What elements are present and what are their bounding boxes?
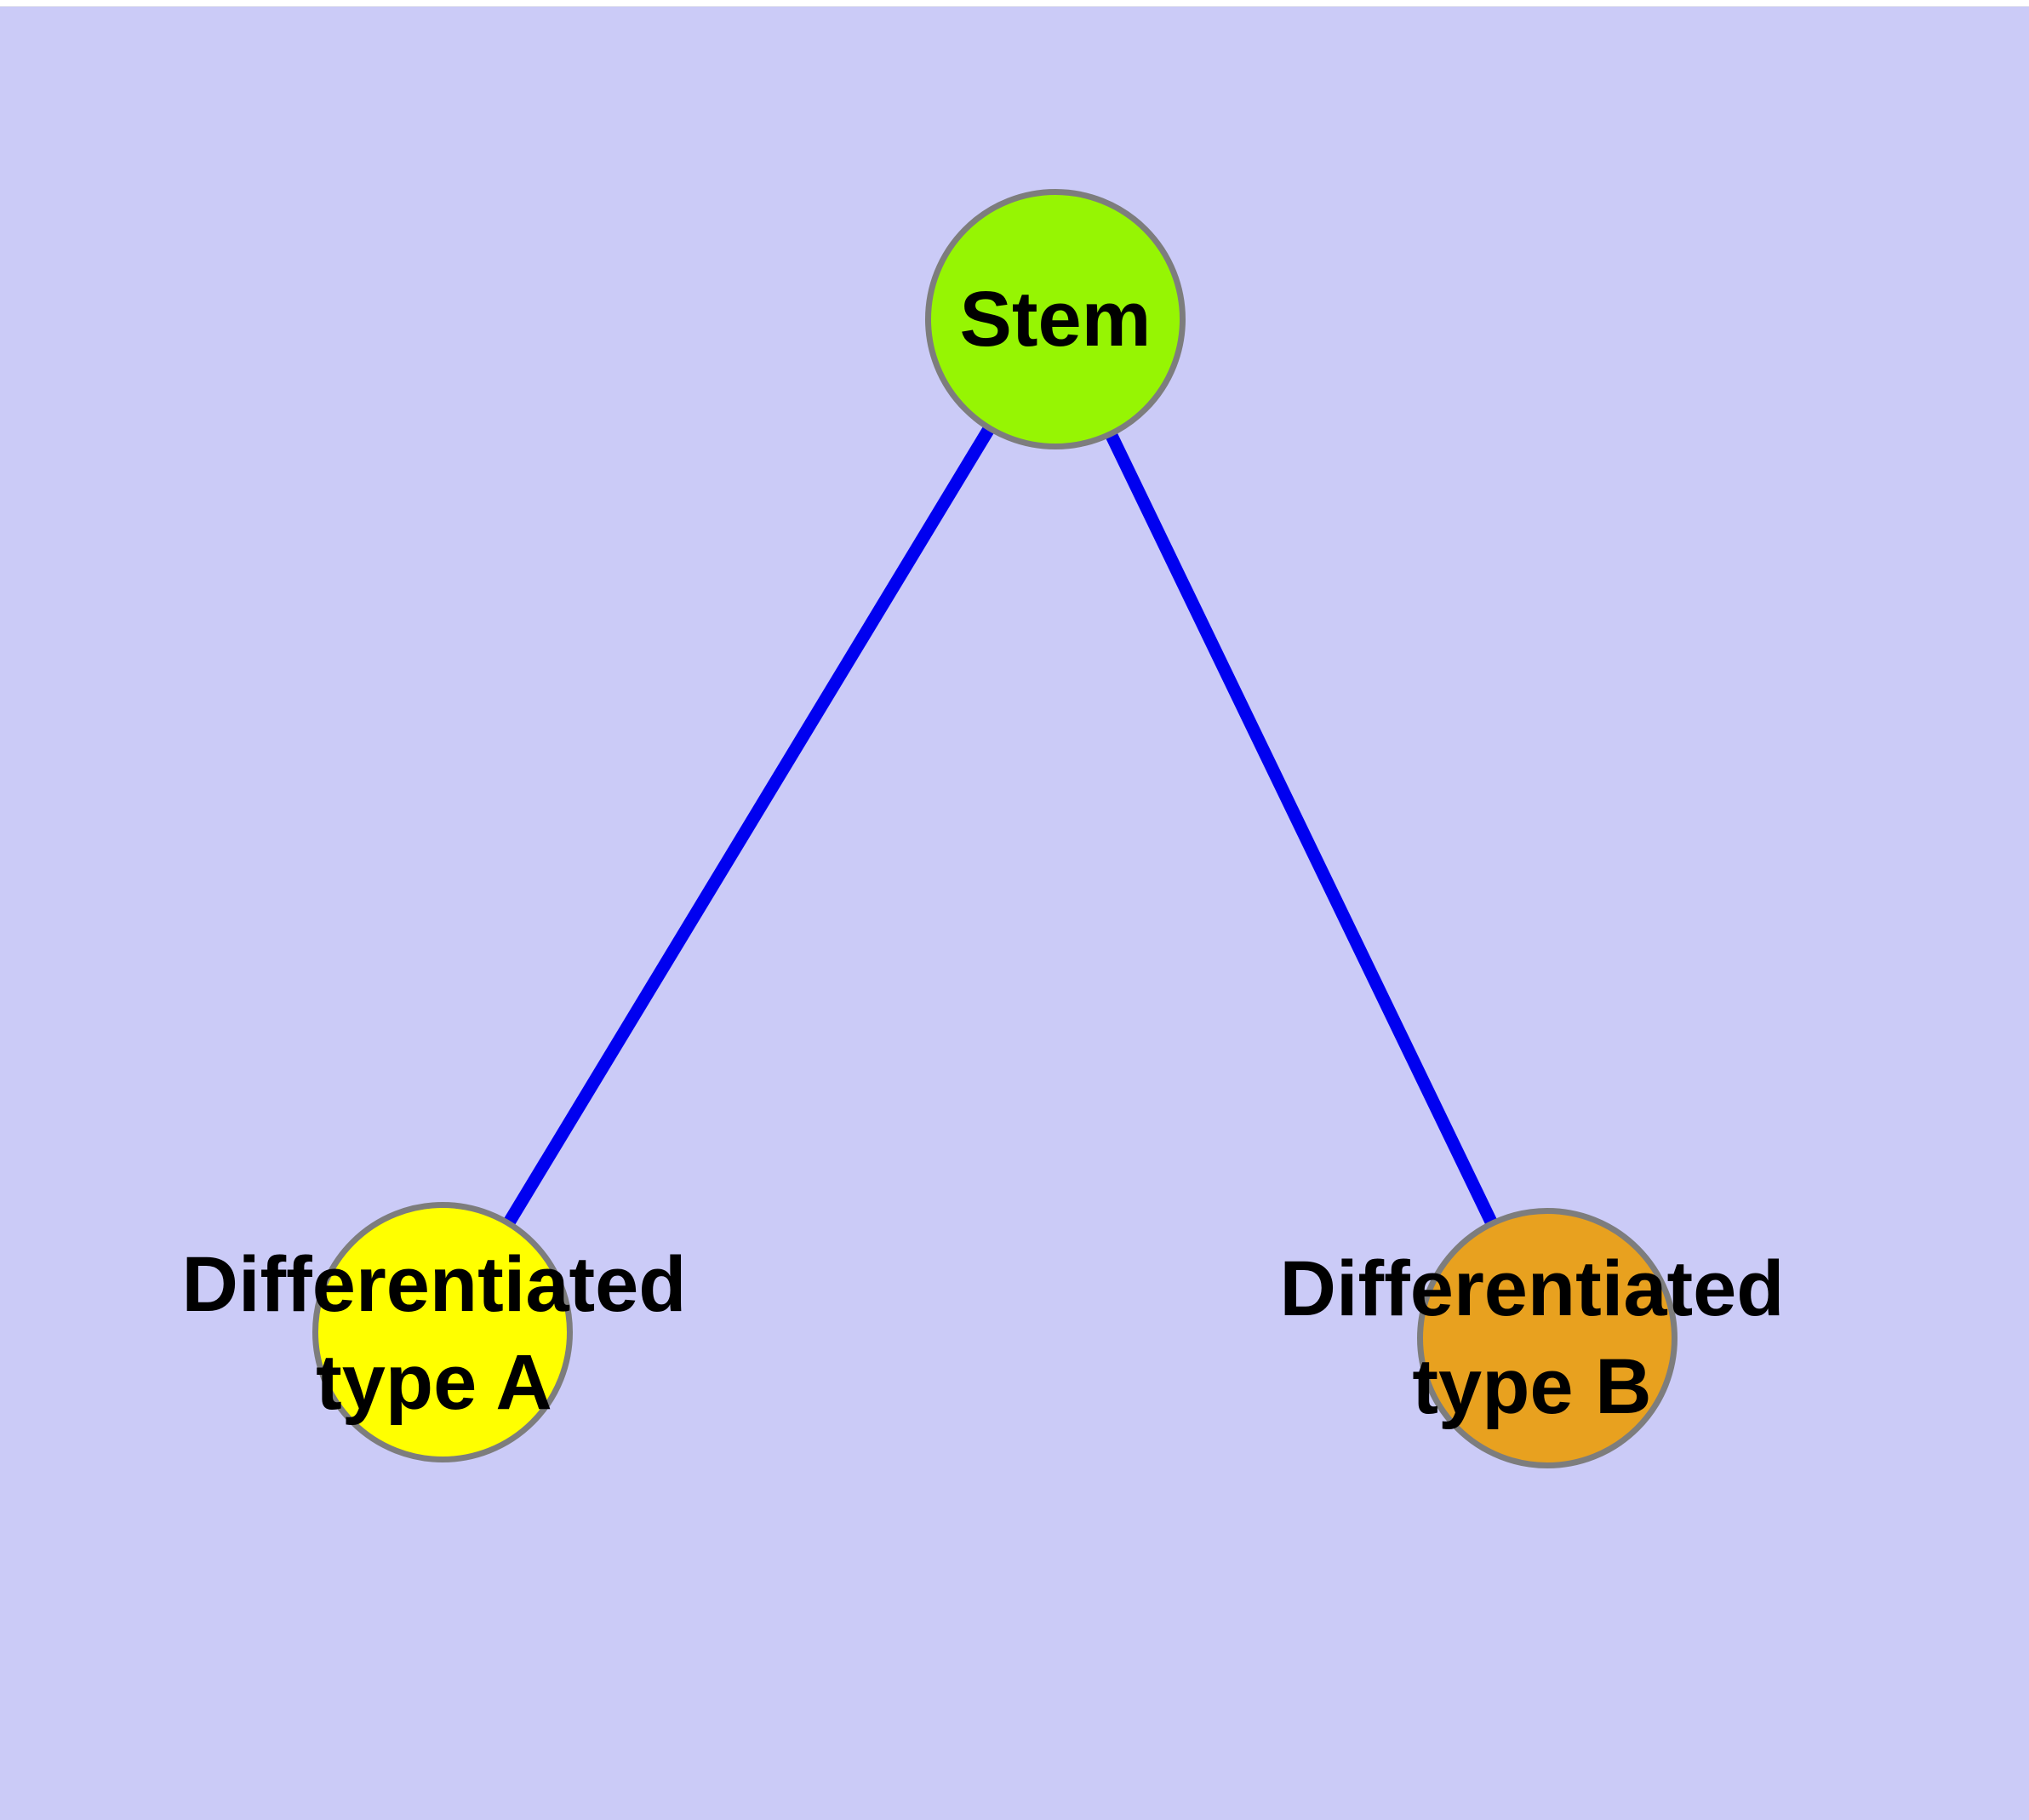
node-stem: Stem bbox=[925, 189, 1186, 449]
node-differentiated-type-b bbox=[1417, 1208, 1677, 1468]
label-line: type B bbox=[1412, 1343, 1652, 1430]
label-line: type A bbox=[316, 1339, 552, 1426]
node-differentiated-type-a-label: Differentiated type A bbox=[182, 1236, 687, 1432]
label-line: Differentiated bbox=[1279, 1245, 1785, 1332]
node-stem-label: Stem bbox=[959, 275, 1152, 363]
top-border-strip bbox=[0, 0, 2029, 7]
edge-stem-to-type-a bbox=[437, 316, 1061, 1336]
edge-stem-to-type-b bbox=[1049, 316, 1553, 1342]
node-differentiated-type-b-label: Differentiated type B bbox=[1280, 1240, 1785, 1436]
label-line: Differentiated bbox=[181, 1241, 687, 1328]
node-differentiated-type-a bbox=[312, 1202, 573, 1462]
